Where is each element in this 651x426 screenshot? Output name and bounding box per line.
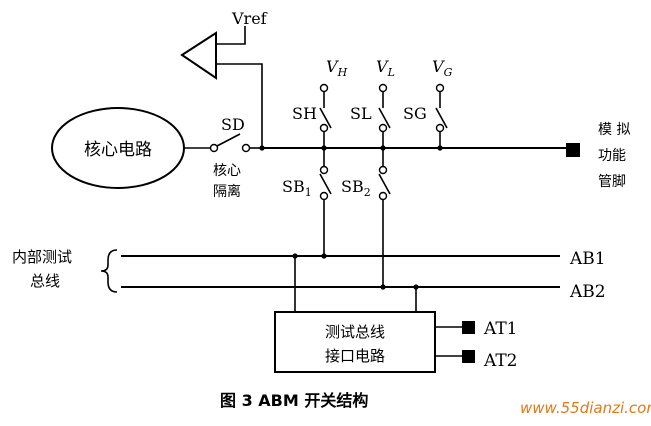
sl-top-contact — [378, 83, 388, 93]
internal-bus-label-1: 内部测试 — [12, 248, 72, 266]
tbic-label-2: 接口电路 — [325, 347, 385, 365]
vl-label: VL — [376, 57, 395, 79]
sg-top-contact — [435, 83, 445, 93]
node-dot-sd — [259, 145, 265, 151]
sb1-blade — [319, 173, 332, 195]
sb1-top-contact — [319, 165, 329, 175]
sd-label: SD — [221, 115, 245, 134]
vh-label: VH — [326, 57, 348, 79]
sg-blade — [435, 107, 448, 129]
figure-caption: 图 3 ABM 开关结构 — [220, 391, 368, 410]
watermark: www.55dianzi.com — [520, 399, 651, 417]
core-isolation-label-1: 核心 — [213, 163, 241, 179]
sh-label: SH — [292, 104, 317, 123]
sd-contact-right — [241, 143, 251, 153]
ab2-label: AB2 — [569, 282, 606, 302]
sh-bottom-contact — [319, 123, 329, 133]
sb1-label: SB1 — [282, 177, 312, 199]
core-isolation-label-2: 隔离 — [213, 183, 241, 200]
sh-blade — [319, 107, 332, 129]
sb1-bottom-contact — [319, 191, 329, 201]
at2-terminal — [462, 350, 475, 363]
sg-bottom-contact — [435, 123, 445, 133]
vg-label: VG — [432, 57, 453, 79]
analog-pin-terminal — [566, 143, 580, 157]
buffer-output-wire — [216, 63, 263, 148]
internal-bus-label-2: 总线 — [30, 272, 60, 290]
tbic-label-1: 测试总线 — [325, 323, 385, 341]
vref-wire — [216, 26, 246, 45]
sb2-bottom-contact — [378, 191, 388, 201]
at1-terminal — [462, 321, 475, 334]
vref-buffer — [180, 31, 217, 80]
analog-pin-label-1: 模 拟 — [598, 122, 630, 138]
sb2-blade — [378, 173, 391, 195]
sb2-label: SB2 — [341, 177, 371, 199]
analog-pin-label-2: 功能 — [598, 148, 626, 164]
at1-label: AT1 — [483, 319, 518, 339]
sb2-top-contact — [378, 165, 388, 175]
core-circuit-label: 核心电路 — [84, 140, 152, 160]
analog-pin-label-3: 管脚 — [598, 174, 626, 190]
node-dot-tbic-ab2 — [413, 284, 419, 290]
node-dot-tbic-ab1 — [292, 253, 298, 259]
sl-bottom-contact — [378, 123, 388, 133]
sh-top-contact — [319, 83, 329, 93]
ab1-label: AB1 — [569, 249, 606, 269]
sg-label: SG — [403, 104, 427, 123]
at2-label: AT2 — [483, 351, 518, 371]
sd-blade — [216, 133, 241, 147]
test-bus-interface-box — [274, 311, 436, 373]
sl-label: SL — [350, 104, 372, 123]
bus-brace — [100, 249, 118, 293]
node-dot-sg — [437, 145, 443, 151]
sl-blade — [378, 107, 391, 129]
vref-label: Vref — [231, 9, 268, 28]
sd-contact-left — [209, 143, 219, 153]
